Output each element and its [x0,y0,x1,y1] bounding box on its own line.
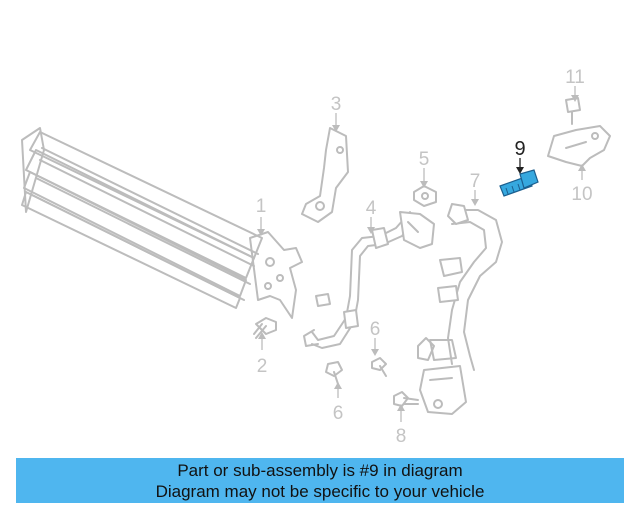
bolt-part-6-upper [371,357,387,377]
banner-line-disclaimer: Diagram may not be specific to your vehi… [155,481,485,501]
cooler-core [21,127,303,319]
bolt-part-11 [565,97,581,125]
hose-part-7 [417,203,503,415]
callout-6-lower: 6 [333,403,344,424]
bracket-part-10 [547,125,611,167]
callout-10: 10 [571,184,592,205]
highlighted-part-9 [499,169,539,197]
banner-line-part: Part or sub-assembly is #9 in diagram [177,460,463,480]
callout-leaders [257,86,586,422]
callout-4: 4 [366,198,377,219]
callout-1: 1 [256,196,267,217]
callout-11: 11 [565,67,585,88]
callout-9: 9 [514,138,525,160]
bolt-part-8 [393,391,419,407]
part-info-banner: Part or sub-assembly is #9 in diagram Di… [16,458,624,503]
callout-8: 8 [396,426,407,447]
callout-2: 2 [257,356,268,377]
callout-3: 3 [331,94,342,115]
bolt-part-6-lower [325,361,343,385]
bracket-part-3 [301,127,349,223]
bolt-part-2 [253,317,277,339]
callout-6-upper: 6 [370,319,381,340]
tube-part-4 [303,211,435,349]
callout-5: 5 [419,149,430,170]
parts-diagram: 1 2 3 4 5 6 6 7 8 9 10 11 [21,67,611,447]
callout-7: 7 [470,171,481,192]
fitting-part-5 [413,185,437,207]
